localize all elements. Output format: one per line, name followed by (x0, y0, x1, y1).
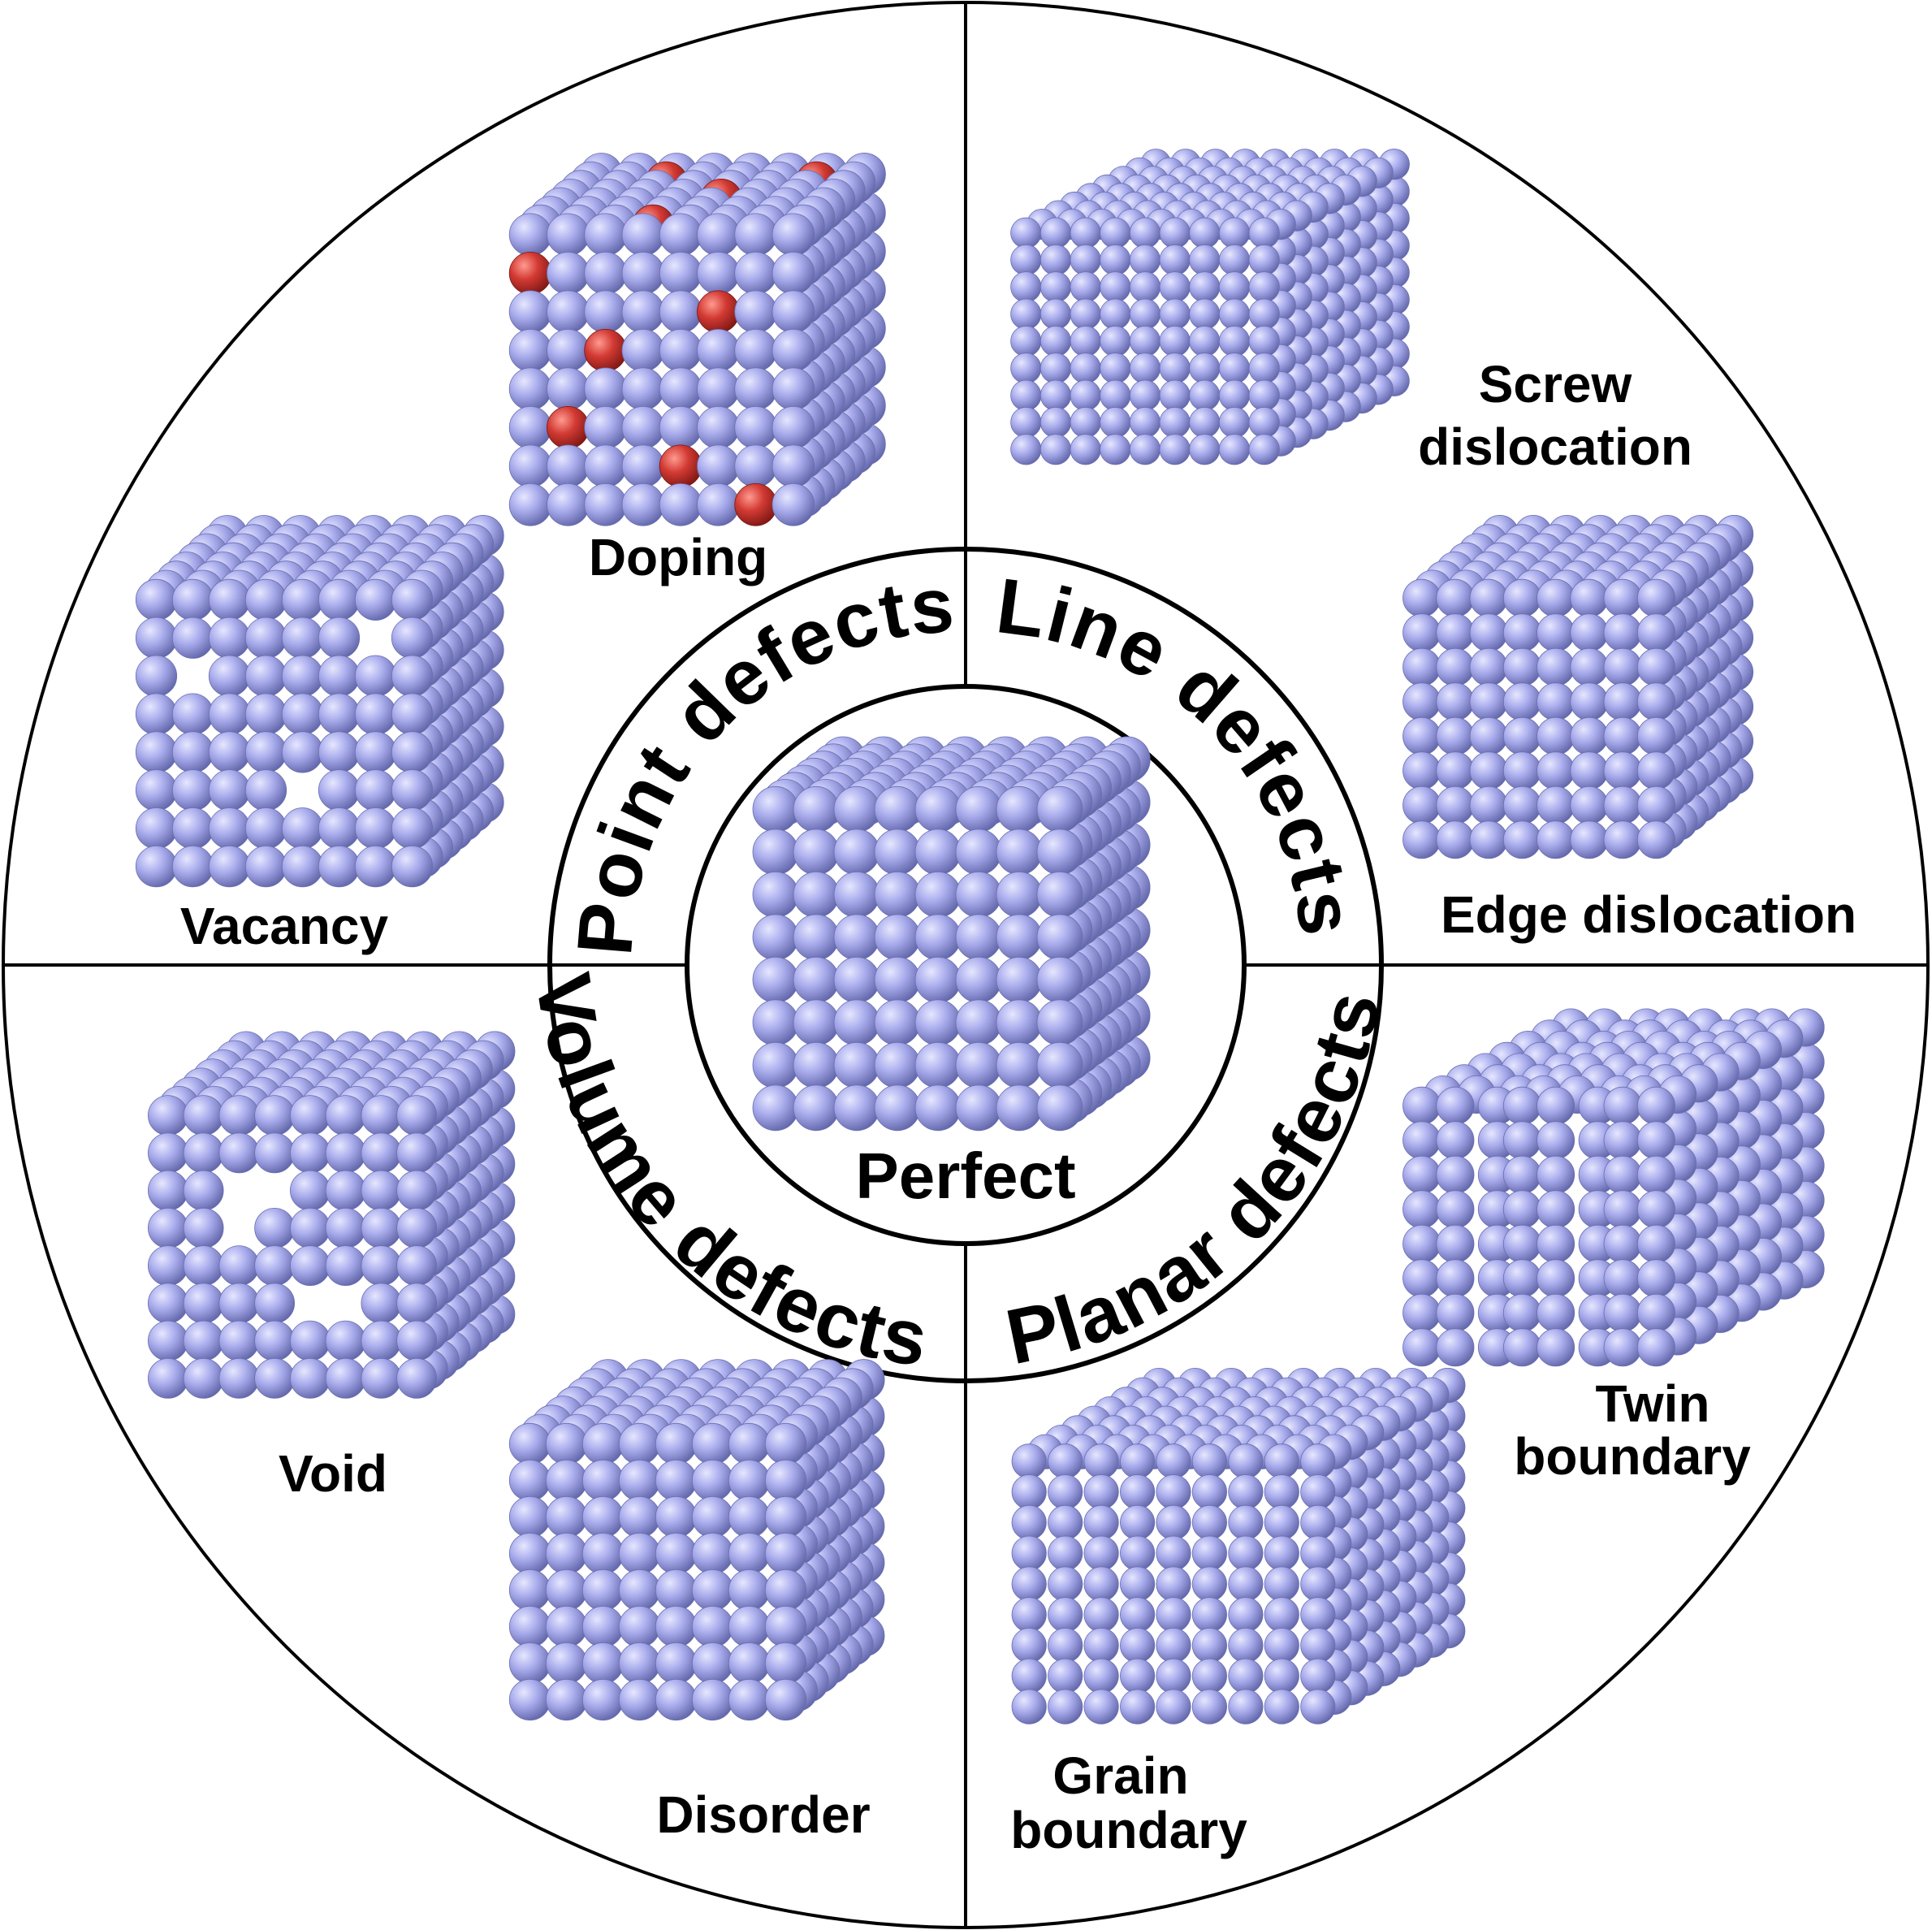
cube-twin (1403, 1008, 1825, 1367)
cube-disorder (508, 1359, 885, 1721)
item-labels: Perfect Doping Vacancy Screw dislocation… (180, 355, 1856, 1859)
label-vacancy: Vacancy (180, 897, 389, 955)
label-screw-line1: Screw (1479, 355, 1632, 413)
atom-cubes (135, 149, 1825, 1724)
cube-perfect (752, 736, 1151, 1132)
cube-grain (1011, 1368, 1466, 1724)
label-void: Void (279, 1444, 387, 1503)
cube-vacancy (135, 515, 504, 888)
cube-screw (1010, 149, 1410, 465)
label-disorder: Disorder (656, 1785, 870, 1844)
cube-doping (508, 153, 886, 526)
label-twin-line1: Twin (1596, 1374, 1710, 1433)
label-screw-line2: dislocation (1418, 418, 1692, 476)
label-edge-dislocation: Edge dislocation (1441, 885, 1856, 944)
cube-edge (1403, 515, 1754, 859)
label-grain-line2: boundary (1010, 1801, 1247, 1859)
label-perfect: Perfect (855, 1140, 1075, 1212)
label-twin-line2: boundary (1514, 1427, 1751, 1486)
label-grain-line1: Grain (1052, 1746, 1188, 1805)
label-doping: Doping (589, 528, 767, 586)
cube-void (147, 1031, 516, 1399)
